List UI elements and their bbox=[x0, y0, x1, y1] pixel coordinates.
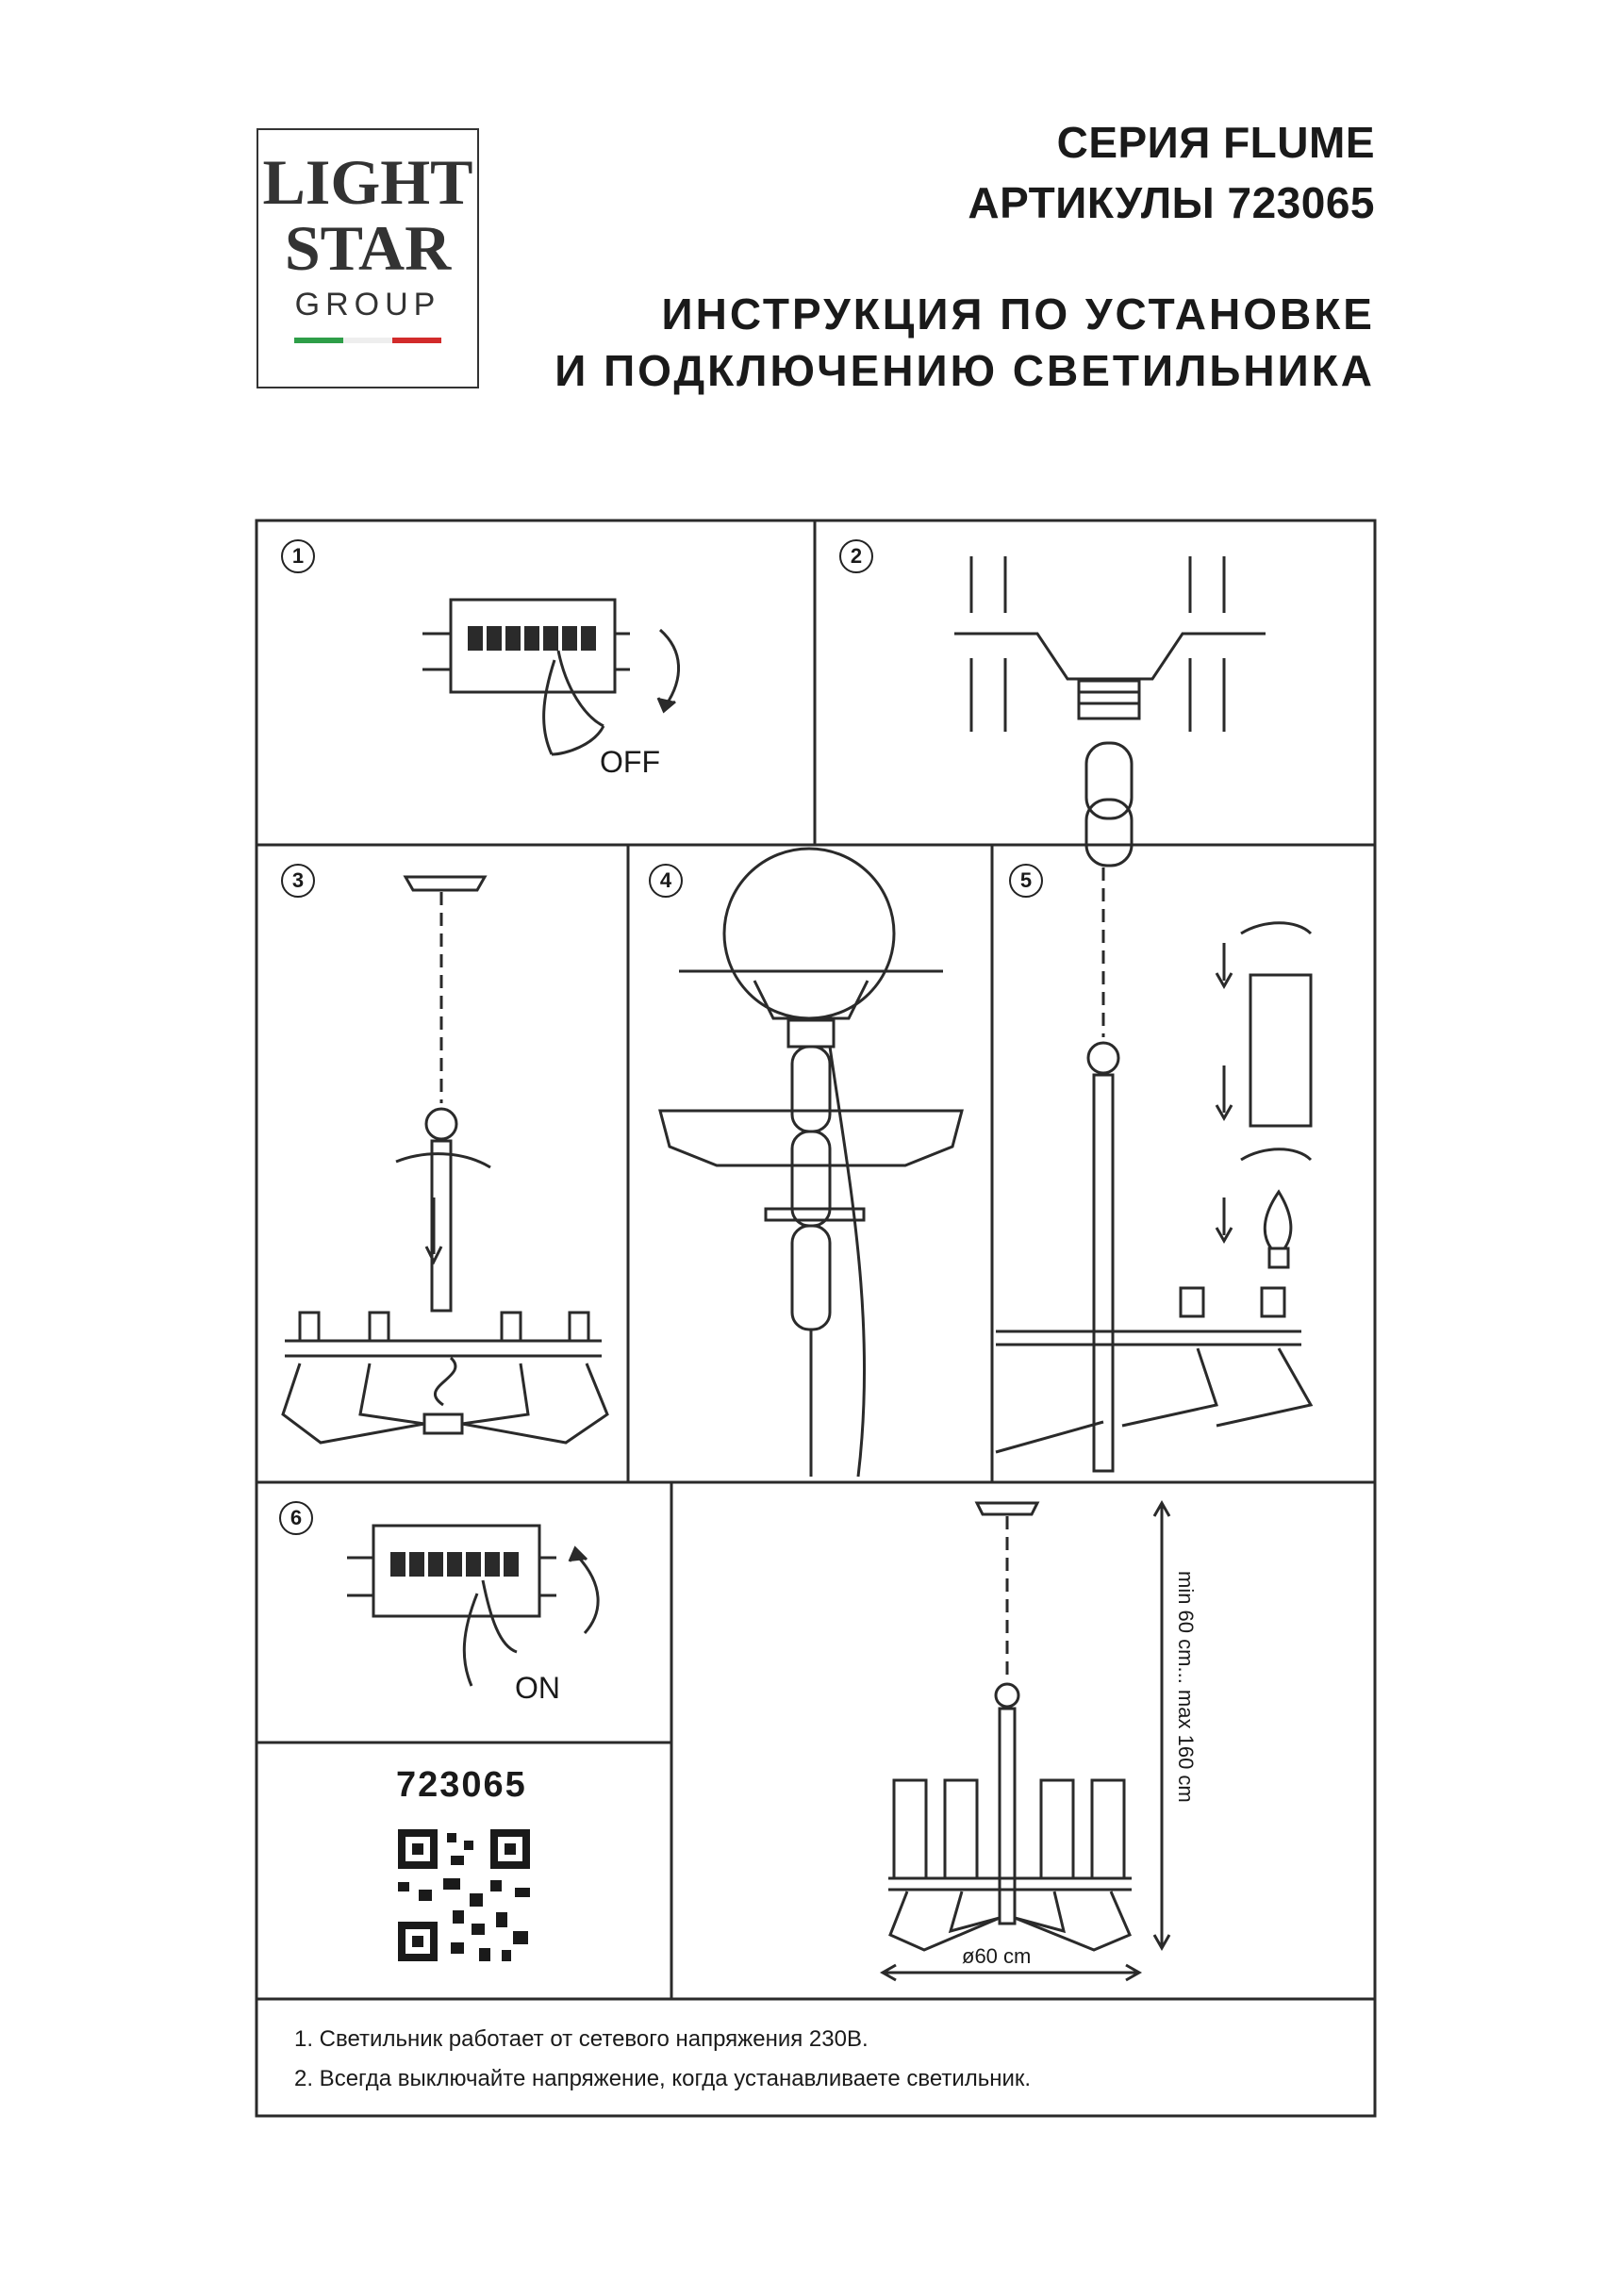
notes: 1. Светильник работает от сетевого напря… bbox=[294, 2020, 1031, 2099]
logo-text-light: LIGHT bbox=[263, 146, 473, 218]
flag-red bbox=[392, 338, 441, 343]
instruction-title-line1: ИНСТРУКЦИЯ ПО УСТАНОВКЕ bbox=[661, 289, 1375, 339]
qr-code bbox=[398, 1829, 530, 1961]
product-overview bbox=[879, 1499, 1171, 1982]
panel-6-breaker-on bbox=[347, 1524, 600, 1687]
panel-4-wiring bbox=[658, 847, 964, 1478]
article-title: АРТИКУЛЫ 723065 bbox=[968, 178, 1375, 227]
flag-green bbox=[294, 338, 343, 343]
step-number-6: 6 bbox=[279, 1501, 313, 1535]
panel-2-bracket bbox=[954, 556, 1266, 867]
diameter-label: ø60 cm bbox=[962, 1944, 1032, 1968]
article-code: 723065 bbox=[396, 1765, 527, 1805]
step-number-1: 1 bbox=[281, 539, 315, 573]
flag-white bbox=[343, 338, 392, 343]
logo-text-star: STAR bbox=[285, 212, 452, 284]
step-number-3: 3 bbox=[281, 864, 315, 898]
step-number-2: 2 bbox=[839, 539, 873, 573]
panel-1-breaker-off bbox=[422, 598, 680, 756]
series-title: СЕРИЯ FLUME bbox=[1056, 118, 1375, 167]
note-1: 1. Светильник работает от сетевого напря… bbox=[294, 2026, 869, 2052]
panel-3-assembly bbox=[281, 875, 609, 1445]
step-number-4: 4 bbox=[649, 864, 683, 898]
logo-text-group: GROUP bbox=[295, 287, 441, 322]
height-range-label: min 60 cm... max 160 cm bbox=[1174, 1571, 1198, 1803]
caption-on: ON bbox=[515, 1671, 560, 1705]
screws-left bbox=[969, 556, 1007, 732]
instruction-title-line2: И ПОДКЛЮЧЕНИЮ СВЕТИЛЬНИКА bbox=[554, 346, 1375, 395]
note-2: 2. Всегда выключайте напряжение, когда у… bbox=[294, 2066, 1032, 2091]
caption-off: OFF bbox=[600, 745, 660, 779]
brand-logo: LIGHT STAR GROUP bbox=[257, 128, 479, 388]
panel-5-shade-bulb bbox=[995, 867, 1314, 1473]
screws-right bbox=[1188, 556, 1226, 732]
step-number-5: 5 bbox=[1009, 864, 1043, 898]
logo-mark: LIGHT STAR GROUP bbox=[263, 146, 473, 343]
